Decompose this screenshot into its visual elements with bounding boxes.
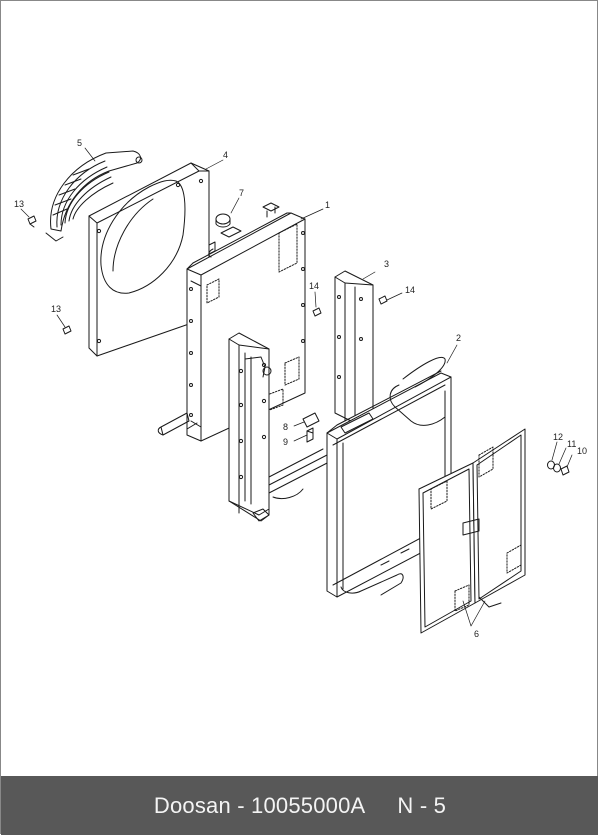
bolt-13-lower [62, 325, 72, 335]
washers-10-11-12 [547, 460, 570, 476]
callout-12: 12 [553, 432, 563, 442]
callout-11: 11 [567, 439, 576, 449]
bolt-14-left [312, 307, 322, 317]
callout-8: 8 [283, 422, 288, 432]
callout-9: 9 [283, 437, 288, 447]
callout-2: 2 [456, 333, 461, 343]
footer-bar: Doosan - 10055000A N - 5 [1, 776, 598, 835]
side-bracket-right [334, 270, 374, 428]
bolt-14-right [378, 295, 388, 305]
callout-14-left: 14 [309, 281, 319, 291]
side-bracket-left [228, 332, 332, 522]
callout-6: 6 [474, 629, 479, 639]
callout-1: 1 [325, 200, 330, 210]
screen-panels-part [418, 428, 526, 634]
callout-10: 10 [577, 446, 587, 456]
fan-guard-part [45, 150, 143, 242]
fan-shroud-part [88, 162, 210, 357]
radiator-cap-part [215, 213, 231, 228]
leader-lines [20, 147, 573, 627]
page-reference: N - 5 [397, 792, 447, 818]
callout-3: 3 [384, 259, 389, 269]
callout-14-right: 14 [405, 285, 415, 295]
callout-13-lower: 13 [51, 304, 61, 314]
callout-4: 4 [223, 150, 228, 160]
part-reference: Doosan - 10055000A [153, 792, 366, 818]
bolt-13-upper [27, 215, 37, 228]
radiator-part [157, 202, 306, 442]
bracket-pin-parts [302, 412, 320, 443]
callout-5: 5 [77, 138, 82, 148]
callout-7: 7 [239, 188, 244, 198]
callout-13-upper: 13 [14, 199, 24, 209]
exploded-radiator-diagram: 1 2 3 4 5 6 7 8 9 10 11 12 13 13 14 14 [14, 138, 587, 639]
